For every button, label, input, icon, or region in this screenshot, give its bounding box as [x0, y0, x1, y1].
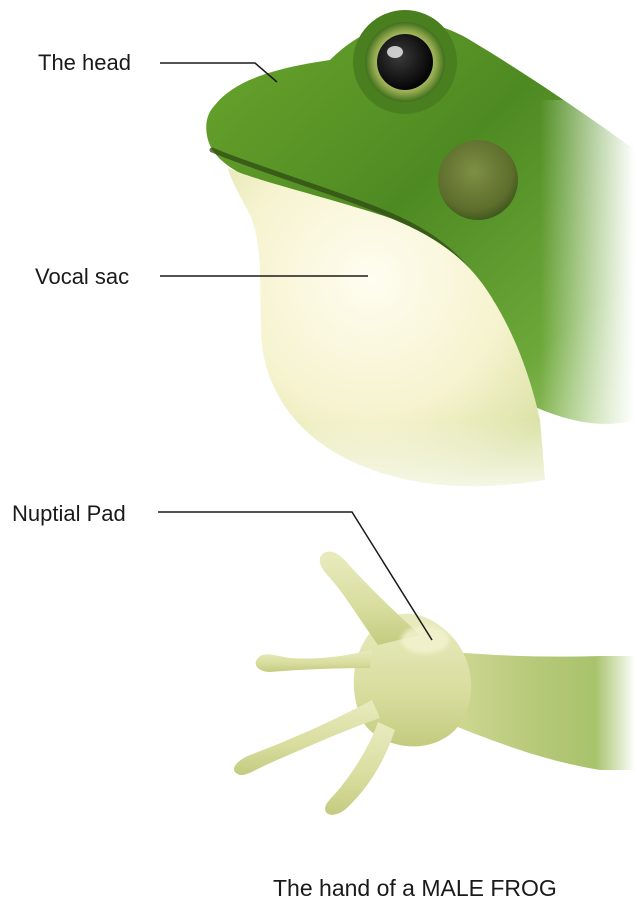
- head-fade-right: [540, 100, 635, 440]
- label-the-head: The head: [38, 52, 131, 74]
- finger-middle: [256, 650, 372, 672]
- figure-caption: The hand of a MALE FROG: [273, 877, 557, 900]
- finger-bottom: [325, 722, 395, 815]
- eye-icon: [353, 10, 457, 114]
- label-vocal-sac: Vocal sac: [35, 266, 129, 288]
- sac-fade-bottom: [300, 420, 560, 495]
- finger-upper: [320, 551, 420, 645]
- tympanum: [438, 140, 518, 220]
- label-nuptial-pad: Nuptial Pad: [12, 503, 126, 525]
- arm-fade: [595, 640, 635, 780]
- frog-hand-illustration: [234, 551, 635, 814]
